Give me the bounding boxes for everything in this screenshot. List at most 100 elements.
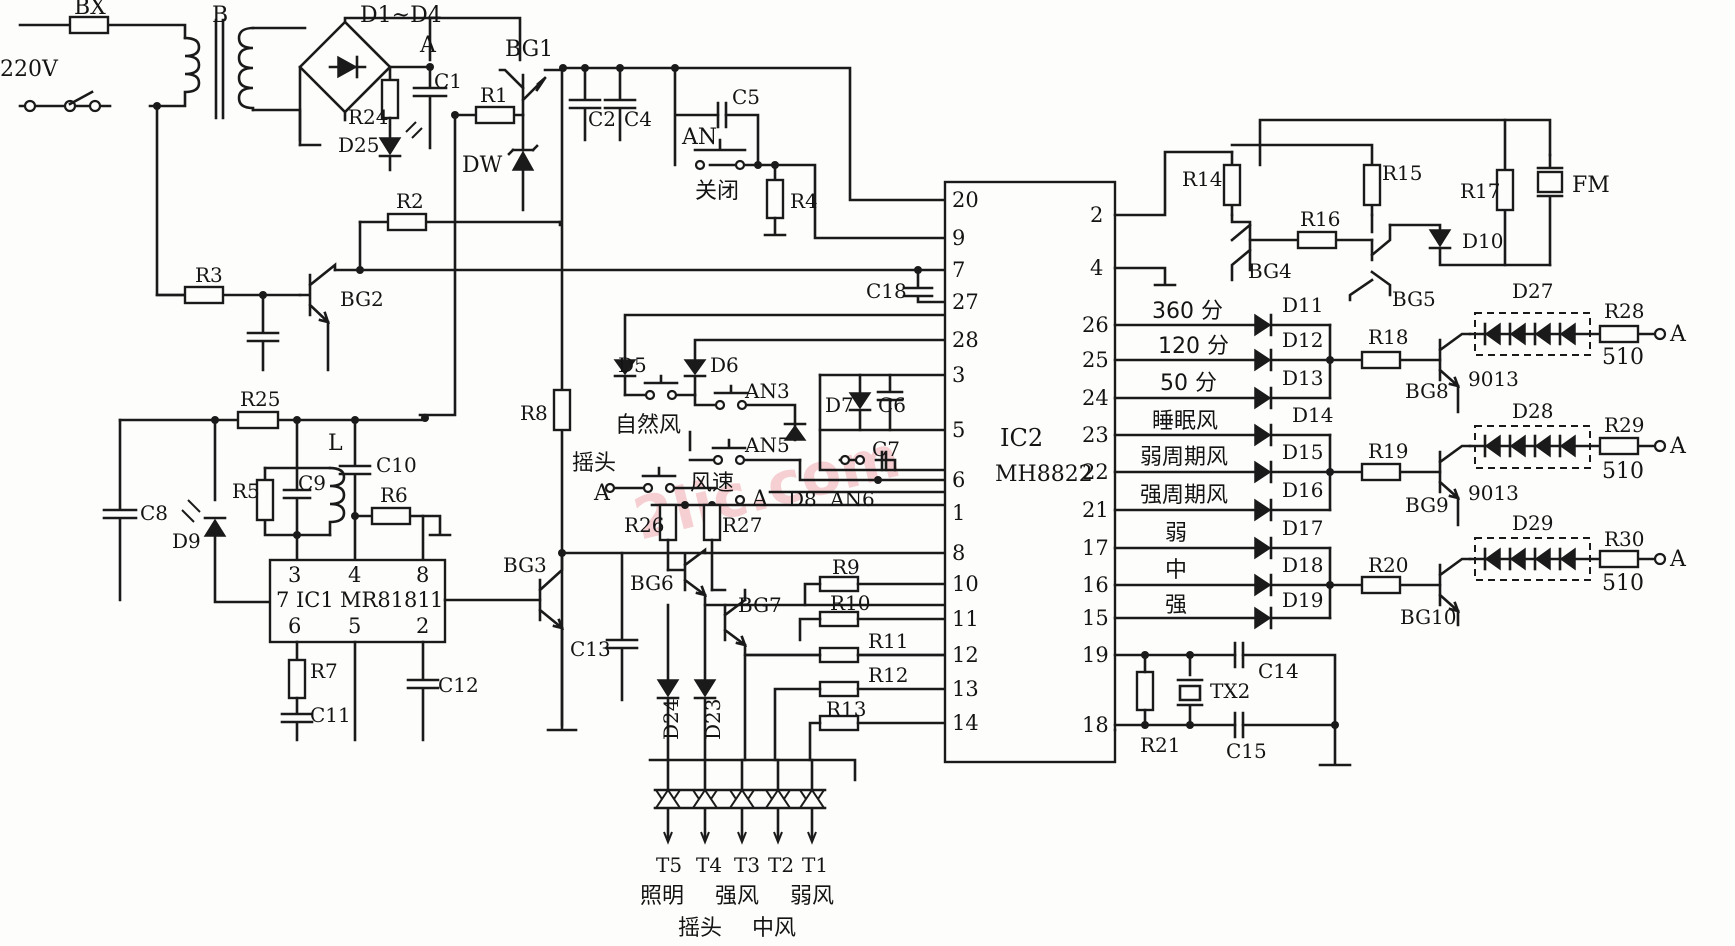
resistor-r30	[1598, 549, 1640, 569]
label-r26: R26	[624, 513, 665, 537]
ic1-pin-8: 8	[416, 563, 429, 587]
indicator-sleep: 睡眠风	[1152, 409, 1218, 434]
indicator-strong: 强	[1165, 593, 1187, 618]
label-bg8: BG8	[1405, 379, 1449, 403]
resistor-r29	[1598, 436, 1640, 456]
resistor-r21	[1135, 670, 1155, 712]
label-r3: R3	[195, 263, 223, 287]
label-r7: R7	[310, 659, 338, 683]
label-9013-a: 9013	[1468, 367, 1519, 391]
resistor-r16	[1296, 230, 1338, 250]
power-input	[18, 15, 307, 297]
resistor-r4	[765, 178, 785, 220]
resistor-r14	[1222, 163, 1242, 207]
label-an6: AN6	[829, 487, 875, 511]
label-d5: D5	[618, 353, 647, 377]
label-d12: D12	[1282, 328, 1323, 352]
label-d17: D17	[1282, 516, 1323, 540]
label-c2: C2	[588, 107, 616, 131]
label-out-a1: A	[1669, 322, 1687, 347]
label-r18: R18	[1368, 325, 1409, 349]
fuse-bx	[68, 15, 110, 35]
label-c13: C13	[570, 637, 611, 661]
label-c10: C10	[376, 453, 417, 477]
label-bg10: BG10	[1400, 605, 1457, 629]
resistor-r19	[1360, 462, 1402, 482]
ic2-pin-24: 24	[1082, 386, 1109, 410]
label-bridge: D1~D4	[360, 3, 442, 28]
resistor-r1	[474, 105, 516, 125]
ic2-pin-17: 17	[1082, 536, 1109, 560]
ic2-pin-13: 13	[952, 677, 979, 701]
label-d18: D18	[1282, 553, 1323, 577]
ic2-pin-7: 7	[952, 258, 965, 282]
label-node-a: A	[419, 33, 437, 58]
label-c11: C11	[310, 703, 351, 727]
label-d8: D8	[788, 487, 817, 511]
ic2-pin-19: 19	[1082, 643, 1109, 667]
label-d7: D7	[825, 393, 854, 417]
label-natural-wind: 自然风	[615, 413, 681, 438]
ic2-pin-18: 18	[1082, 713, 1109, 737]
label-d27: D27	[1512, 279, 1553, 303]
label-c9: C9	[298, 471, 326, 495]
ic2-mh8822	[943, 180, 1117, 764]
label-c7: C7	[872, 437, 900, 461]
label-r11: R11	[868, 629, 909, 653]
ic2-pin-6: 6	[952, 468, 965, 492]
ic1-pin-1: 1	[430, 588, 443, 612]
ic1-pin-4: 4	[348, 563, 361, 587]
label-d19: D19	[1282, 588, 1323, 612]
label-node-a3: A	[751, 487, 769, 512]
resistor-r7	[287, 658, 307, 700]
label-swing2: 摇头	[678, 916, 722, 941]
ic1-pin-3: 3	[288, 563, 301, 587]
resistor-r8	[552, 388, 572, 432]
ic2-pin-15: 15	[1082, 606, 1109, 630]
label-d16: D16	[1282, 478, 1323, 502]
label-t3: T3	[734, 853, 760, 877]
resistor-r12	[818, 680, 860, 698]
label-r4: R4	[790, 189, 818, 213]
resistor-r18	[1360, 350, 1402, 370]
label-t2: T2	[768, 853, 794, 877]
label-an: AN	[681, 125, 717, 150]
label-weak-wind: 弱风	[790, 884, 834, 909]
ic2-pin-1: 1	[952, 501, 965, 525]
label-bg5: BG5	[1392, 287, 1436, 311]
label-d23: D23	[701, 699, 725, 740]
ic2-pin-16: 16	[1082, 573, 1109, 597]
label-c4: C4	[624, 107, 652, 131]
label-bg3: BG3	[503, 553, 547, 577]
ic2-pin-4: 4	[1090, 256, 1103, 280]
label-r9: R9	[832, 555, 860, 579]
label-off: 关闭	[695, 179, 739, 204]
label-r24: R24	[348, 105, 389, 129]
label-d24: D24	[659, 699, 683, 740]
ic1-pin-7: 7	[276, 588, 289, 612]
label-c8: C8	[140, 501, 168, 525]
label-fm: FM	[1572, 173, 1610, 198]
ic2-pin-5: 5	[952, 418, 965, 442]
ic2-pin-20: 20	[952, 188, 979, 212]
ic2-pin-26: 26	[1082, 313, 1109, 337]
label-d6: D6	[710, 353, 739, 377]
ic1-pin-2: 2	[416, 614, 429, 638]
label-an3: AN3	[744, 379, 790, 403]
ic2-pin-25: 25	[1082, 348, 1109, 372]
label-r6: R6	[380, 483, 408, 507]
label-c12: C12	[438, 673, 479, 697]
resistor-r20	[1360, 575, 1402, 595]
label-d29: D29	[1512, 511, 1553, 535]
indicator-medium: 中	[1165, 558, 1187, 583]
label-r27: R27	[722, 513, 763, 537]
label-b: B	[212, 3, 228, 28]
resistor-r17	[1495, 168, 1515, 212]
label-r17: R17	[1460, 179, 1501, 203]
ic2-pin-27: 27	[952, 290, 979, 314]
label-t1: T1	[802, 853, 828, 877]
label-bx: BX	[74, 0, 106, 20]
label-c18: C18	[866, 279, 907, 303]
label-d13: D13	[1282, 366, 1323, 390]
indicator-weak: 弱	[1165, 521, 1187, 546]
